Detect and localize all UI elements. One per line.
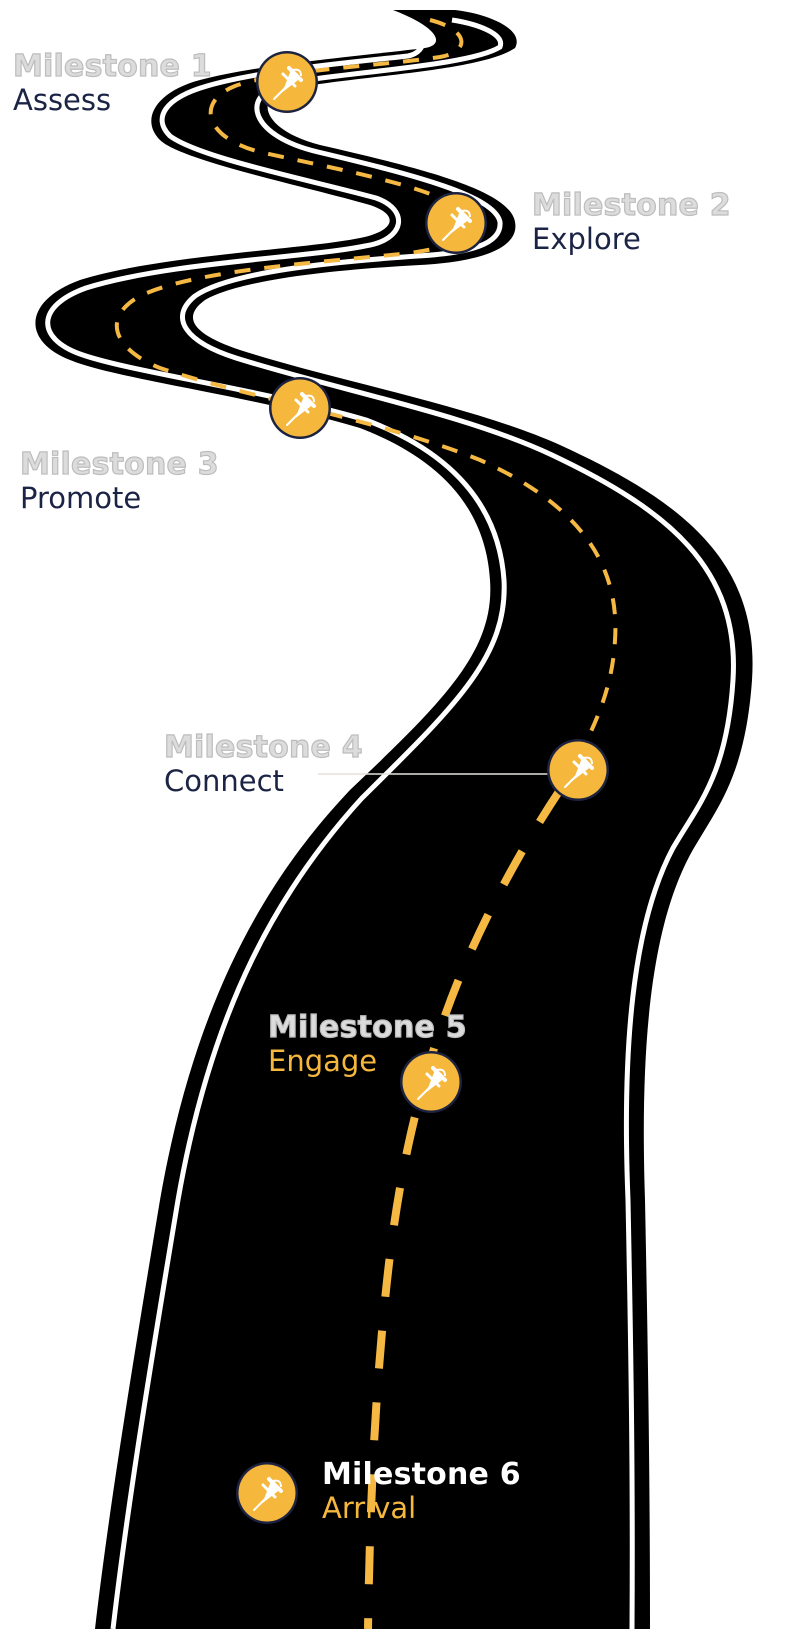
milestone-step: Engage — [268, 1043, 378, 1078]
milestone-step: Arrival — [322, 1490, 417, 1525]
map-pin-icon — [546, 738, 610, 802]
milestone-5-label: Milestone 5 Engage — [267, 1010, 467, 1078]
road-edge-line — [45, 15, 507, 1629]
road-edge-line — [180, 17, 736, 1629]
milestone-title: Milestone 3 — [19, 447, 219, 482]
milestone-title: Milestone 5 — [267, 1010, 467, 1045]
milestone-title: Milestone 4 — [163, 730, 363, 765]
milestone-1-label: Milestone 1 Assess — [12, 49, 212, 117]
map-pin-icon — [255, 50, 319, 114]
milestone-markers — [235, 50, 610, 1525]
milestone-title: Milestone 6 — [322, 1457, 521, 1492]
road-surface — [35, 10, 753, 1629]
milestone-6-label: Milestone 6 Arrival — [322, 1458, 521, 1524]
road-center-line — [114, 18, 618, 791]
map-pin-icon — [235, 1461, 299, 1525]
road — [35, 10, 753, 1629]
map-pin-icon — [424, 191, 488, 255]
milestone-step: Connect — [164, 763, 284, 798]
map-pin-icon — [268, 376, 332, 440]
milestone-step: Promote — [20, 480, 142, 515]
milestone-step: Assess — [13, 82, 112, 117]
milestone-4-label: Milestone 4 Connect — [163, 730, 363, 798]
milestone-2-label: Milestone 2 Explore — [531, 188, 731, 256]
milestone-title: Milestone 2 — [531, 188, 731, 223]
milestone-title: Milestone 1 — [12, 49, 212, 84]
milestone-3-label: Milestone 3 Promote — [19, 447, 219, 515]
milestone-step: Explore — [532, 221, 641, 256]
